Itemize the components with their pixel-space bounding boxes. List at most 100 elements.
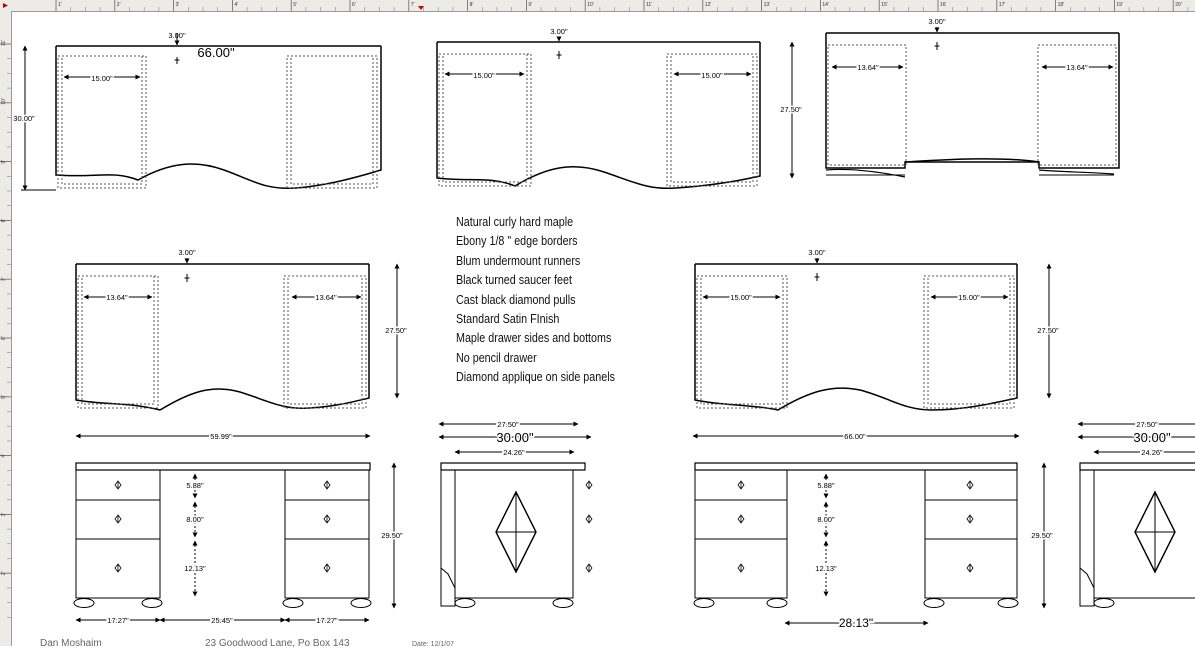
side-view-2	[1077, 421, 1195, 608]
plan-view-3	[825, 27, 1120, 178]
plan-view-1	[21, 33, 382, 191]
ruler-top-label: 15'	[881, 2, 888, 8]
note-item: Ebony 1/8 " edge borders	[456, 234, 578, 249]
plan2-pedestal-right: 15.00"	[701, 71, 723, 80]
plan1-depth: 30.00"	[13, 114, 35, 123]
ruler-top-label: 2'	[117, 2, 121, 8]
plan2-pedestal-left: 15.00"	[473, 71, 495, 80]
plan5-pedestal-left: 15.00"	[730, 293, 752, 302]
front2-knee: 28.13"	[839, 616, 873, 630]
side2-depth-inner: 27.50"	[1136, 420, 1158, 429]
plan5-overhang: 3.00"	[808, 248, 826, 257]
ruler-top-label: 11'	[646, 2, 652, 8]
ruler-top-label: 9'	[528, 2, 532, 8]
plan5-pedestal-right: 15.00"	[958, 293, 980, 302]
footer-address: 23 Goodwood Lane, Po Box 143	[205, 638, 350, 649]
front1-width: 59.99"	[210, 432, 232, 441]
plan4-pedestal-right: 13.64"	[315, 293, 337, 302]
ruler-top-label: 8'	[470, 2, 474, 8]
front1-drawer-pulls	[114, 480, 331, 573]
plan1-width: 66.00"	[197, 45, 235, 60]
front-view-1	[73, 433, 397, 623]
ruler-position-marker-icon	[418, 6, 424, 10]
front1-ped-left: 17.27"	[107, 616, 129, 625]
front2-width: 66.00"	[844, 432, 866, 441]
front1-drawer-top: 5.88"	[186, 481, 204, 490]
plan4-depth: 27.50"	[385, 326, 407, 335]
front1-knee: 25.45"	[211, 616, 233, 625]
ruler-top-label: 17'	[999, 2, 1006, 8]
note-item: Diamond applique on side panels	[456, 370, 615, 385]
note-item: Blum undermount runners	[456, 253, 581, 268]
ruler-left-label: 6'	[1, 336, 7, 340]
note-item: Black turned saucer feet	[456, 273, 572, 288]
ruler-top-label: 3'	[176, 2, 180, 8]
note-item: No pencil drawer	[456, 350, 537, 365]
footer-client: Dan Moshaim	[40, 638, 102, 649]
front2-drawer-mid: 8.00"	[817, 515, 835, 524]
front1-ped-right: 17.27"	[316, 616, 338, 625]
ruler-left-label: 3'	[1, 513, 7, 517]
side1-depth-top: 30.00"	[496, 430, 534, 445]
front1-drawer-bottom: 12.13"	[184, 564, 206, 573]
front-view-2	[692, 433, 1047, 626]
note-item: Natural curly hard maple	[456, 215, 574, 229]
ruler-top-label: 7'	[411, 2, 415, 8]
note-item: Cast black diamond pulls	[456, 292, 576, 307]
ruler-top-label: 20'	[1175, 2, 1182, 8]
side-view-1	[438, 421, 592, 608]
plan4-overhang: 3.00"	[178, 248, 196, 257]
ruler-corner-marker-icon	[3, 3, 8, 8]
ruler-top-label: 5'	[293, 2, 297, 8]
ruler-left-label: 9'	[1, 160, 7, 164]
footer-date: Date: 12/1/07	[412, 641, 455, 648]
plan2-depth: 27.50"	[780, 105, 802, 114]
ruler-left-label: 11'	[1, 40, 7, 46]
vertical-ruler[interactable]	[0, 11, 12, 646]
ruler-left-label: 7'	[1, 277, 7, 281]
front1-drawer-mid: 8.00"	[186, 515, 204, 524]
ruler-top-label: 10'	[587, 2, 594, 8]
side2-depth-top: 30.00"	[1133, 430, 1171, 445]
front2-drawer-pulls	[737, 480, 974, 573]
side1-drawer-pulls	[585, 480, 593, 573]
plan1-overhang: 3.00"	[168, 31, 186, 40]
ruler-left-label: 8'	[1, 219, 7, 223]
side2-depth-base: 24.26"	[1141, 448, 1163, 457]
ruler-left-label: 2'	[1, 571, 7, 575]
front1-height: 29.50"	[381, 531, 403, 540]
plan3-pedestal-right: 13.64"	[1066, 63, 1088, 72]
ruler-left-label: 4'	[1, 454, 7, 458]
plan3-overhang: 3.00"	[928, 17, 946, 26]
material-notes: Natural curly hard maple Ebony 1/8 " edg…	[456, 213, 615, 388]
ruler-top-label: 13'	[764, 2, 771, 8]
plan5-depth: 27.50"	[1037, 326, 1059, 335]
plan4-pedestal-left: 13.64"	[106, 293, 128, 302]
front2-drawer-bottom: 12.13"	[815, 564, 837, 573]
ruler-top-label: 19'	[1116, 2, 1123, 8]
ruler-top-label: 12'	[705, 2, 712, 8]
ruler-left-label: 10'	[1, 98, 7, 105]
plan3-pedestal-left: 13.64"	[857, 63, 879, 72]
ruler-top-label: 16'	[940, 2, 947, 8]
ruler-top-label: 18'	[1058, 2, 1065, 8]
ruler-top-ticks: 1' 2' 3' 4' 5' 6' 7' 8' 9' 10' 11' 12' 13' 14' 15' 16' 1…	[55, 0, 1189, 11]
plan-view-5	[694, 258, 1052, 411]
ruler-top-label: 1'	[58, 2, 62, 8]
plan1-pedestal: 15.00"	[91, 74, 113, 83]
ruler-left-label: 5'	[1, 395, 7, 399]
side1-depth-base: 24.26"	[503, 448, 525, 457]
plan-view-4	[75, 258, 400, 411]
plan-view-2	[436, 36, 795, 190]
note-item: Standard Satin FInish	[456, 311, 560, 326]
ruler-top-label: 4'	[234, 2, 238, 8]
note-item: Maple drawer sides and bottoms	[456, 331, 612, 346]
plan2-overhang: 3.00"	[550, 27, 568, 36]
front2-height: 29.50"	[1031, 531, 1053, 540]
horizontal-ruler[interactable]	[0, 0, 1195, 12]
ruler-left-ticks: 11' 10' 9' 8' 7' 6' 5' 4' 3' 2'	[0, 40, 11, 618]
ruler-top-label: 6'	[352, 2, 356, 8]
side1-depth-inner: 27.50"	[497, 420, 519, 429]
ruler-top-label: 14'	[822, 2, 829, 8]
